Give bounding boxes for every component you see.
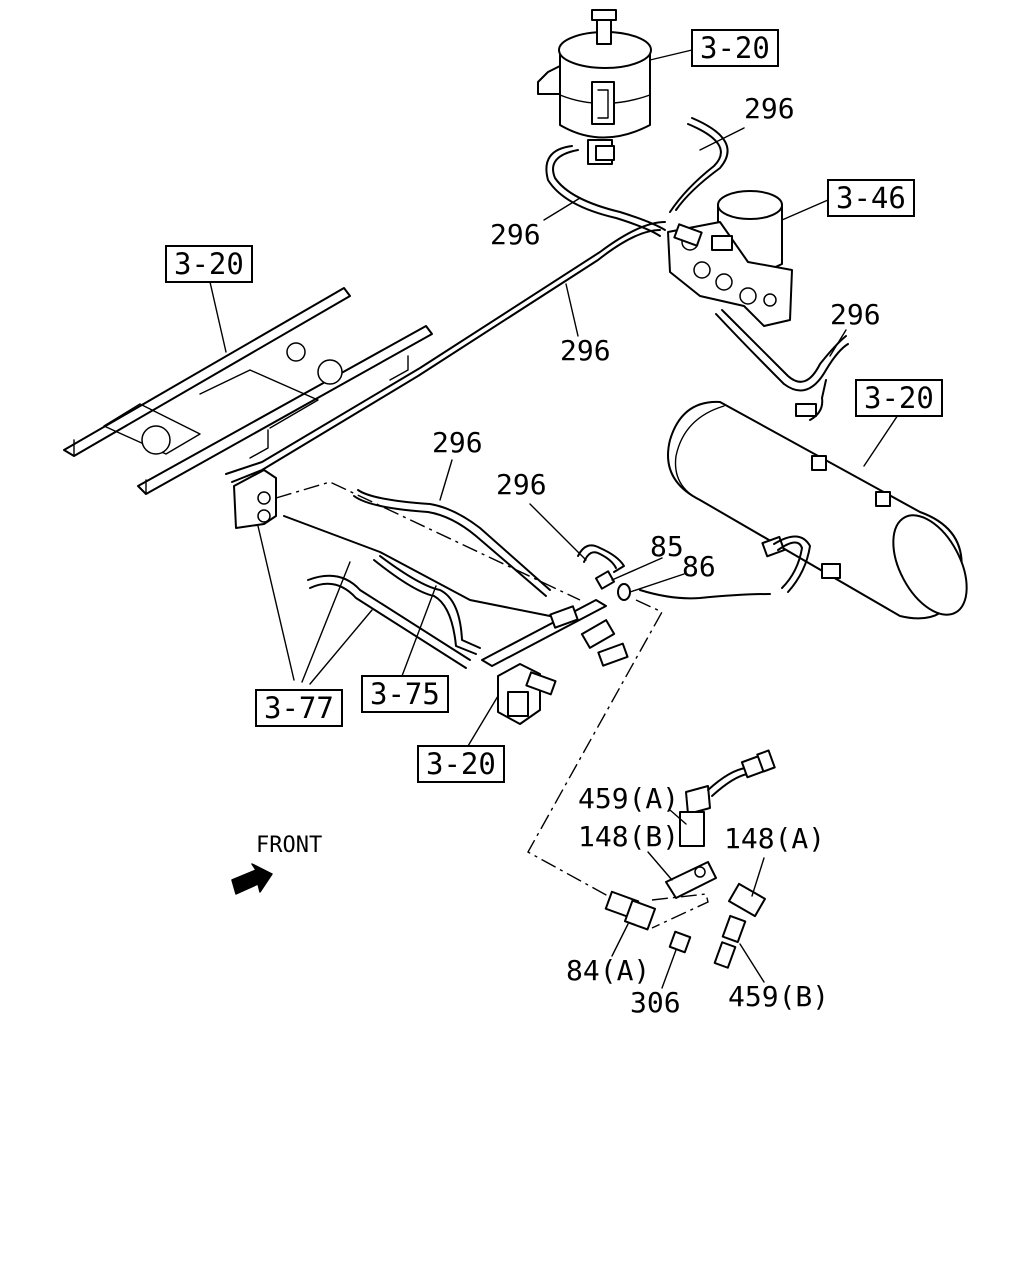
front-arrow-icon (231, 863, 273, 895)
ref-3-20-bracket[interactable]: 3-20 (417, 745, 505, 783)
switch-assembly (604, 749, 776, 969)
nut-washer (527, 544, 771, 897)
label-296-b[interactable]: 296 (490, 218, 541, 251)
label-148b[interactable]: 148(B) (578, 820, 679, 853)
label-296-f[interactable]: 296 (496, 468, 547, 501)
ref-label: 3-20 (864, 381, 934, 415)
pipe-dryer-tank (715, 309, 849, 421)
leader-lines (209, 49, 901, 989)
ref-label: 3-20 (174, 247, 244, 281)
ref-3-46[interactable]: 3-46 (827, 179, 915, 217)
label-84a[interactable]: 84(A) (566, 954, 650, 987)
ref-3-20-top[interactable]: 3-20 (691, 29, 779, 67)
ref-label: 3-75 (370, 677, 440, 711)
frame-crossmember (63, 287, 433, 495)
label-459a[interactable]: 459(A) (578, 782, 679, 815)
ref-3-20-frame[interactable]: 3-20 (165, 245, 253, 283)
ref-label: 3-20 (426, 747, 496, 781)
front-indicator: FRONT (231, 833, 322, 895)
label-296-a[interactable]: 296 (744, 92, 795, 125)
label-459b[interactable]: 459(B) (728, 980, 829, 1013)
ref-label: 3-46 (836, 181, 906, 215)
ref-3-77[interactable]: 3-77 (255, 689, 343, 727)
label-296-c[interactable]: 296 (560, 334, 611, 367)
front-label: FRONT (256, 833, 322, 858)
ref-label: 3-20 (700, 31, 770, 65)
ref-label: 3-77 (264, 691, 334, 725)
label-306[interactable]: 306 (630, 986, 681, 1019)
part-labels: 296 296 296 296 296 296 85 86 459(A) 148… (432, 92, 881, 1019)
ref-3-75[interactable]: 3-75 (361, 675, 449, 713)
lower-assembly (233, 469, 629, 725)
air-dryer (667, 190, 793, 327)
label-296-e[interactable]: 296 (432, 426, 483, 459)
label-86[interactable]: 86 (682, 550, 716, 583)
label-148a[interactable]: 148(A) (724, 822, 825, 855)
right-air-tank (667, 400, 968, 620)
top-air-tank (537, 9, 652, 165)
label-296-d[interactable]: 296 (830, 298, 881, 331)
ref-3-20-tank[interactable]: 3-20 (855, 379, 943, 417)
label-85[interactable]: 85 (650, 530, 684, 563)
